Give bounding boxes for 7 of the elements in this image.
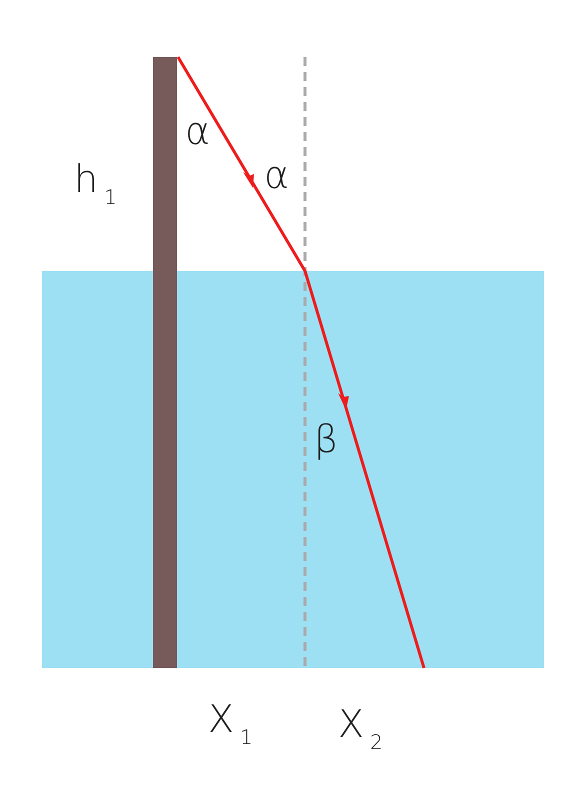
symbol-label: β	[314, 420, 338, 458]
symbol-label: X$_{1}$	[208, 700, 253, 747]
symbol-label: X$_{2}$	[338, 705, 383, 752]
vertical-pole	[153, 57, 177, 668]
symbol-label: h$_{1}$	[74, 160, 117, 207]
symbol-label: α	[264, 156, 290, 194]
symbol-label: α	[185, 112, 210, 150]
